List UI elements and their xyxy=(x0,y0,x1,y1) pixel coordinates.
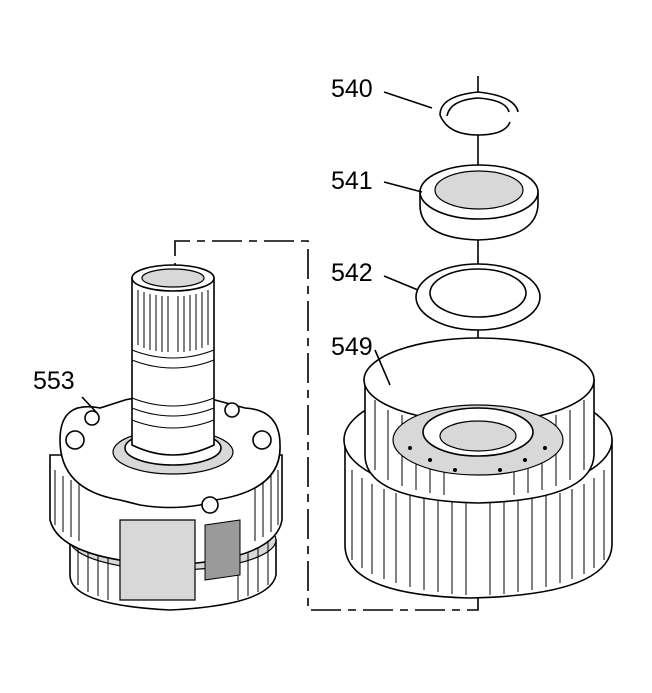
leader-540 xyxy=(383,91,433,109)
part-540-snap-ring xyxy=(439,91,519,136)
part-549-housing xyxy=(343,337,613,599)
leader-553 xyxy=(81,396,98,414)
leader-542 xyxy=(383,275,419,291)
assembly-dash-line xyxy=(174,240,479,611)
part-542-washer xyxy=(415,263,541,331)
leader-549 xyxy=(374,349,391,386)
leader-lines xyxy=(81,91,433,414)
callout-553: 553 xyxy=(33,367,75,395)
part-541-bearing xyxy=(419,164,539,241)
leader-541 xyxy=(383,181,423,193)
callout-549: 549 xyxy=(331,333,373,361)
callout-540: 540 xyxy=(331,75,373,103)
callout-542: 542 xyxy=(331,259,373,287)
callout-541: 541 xyxy=(331,167,373,195)
part-553-carrier xyxy=(49,264,283,611)
